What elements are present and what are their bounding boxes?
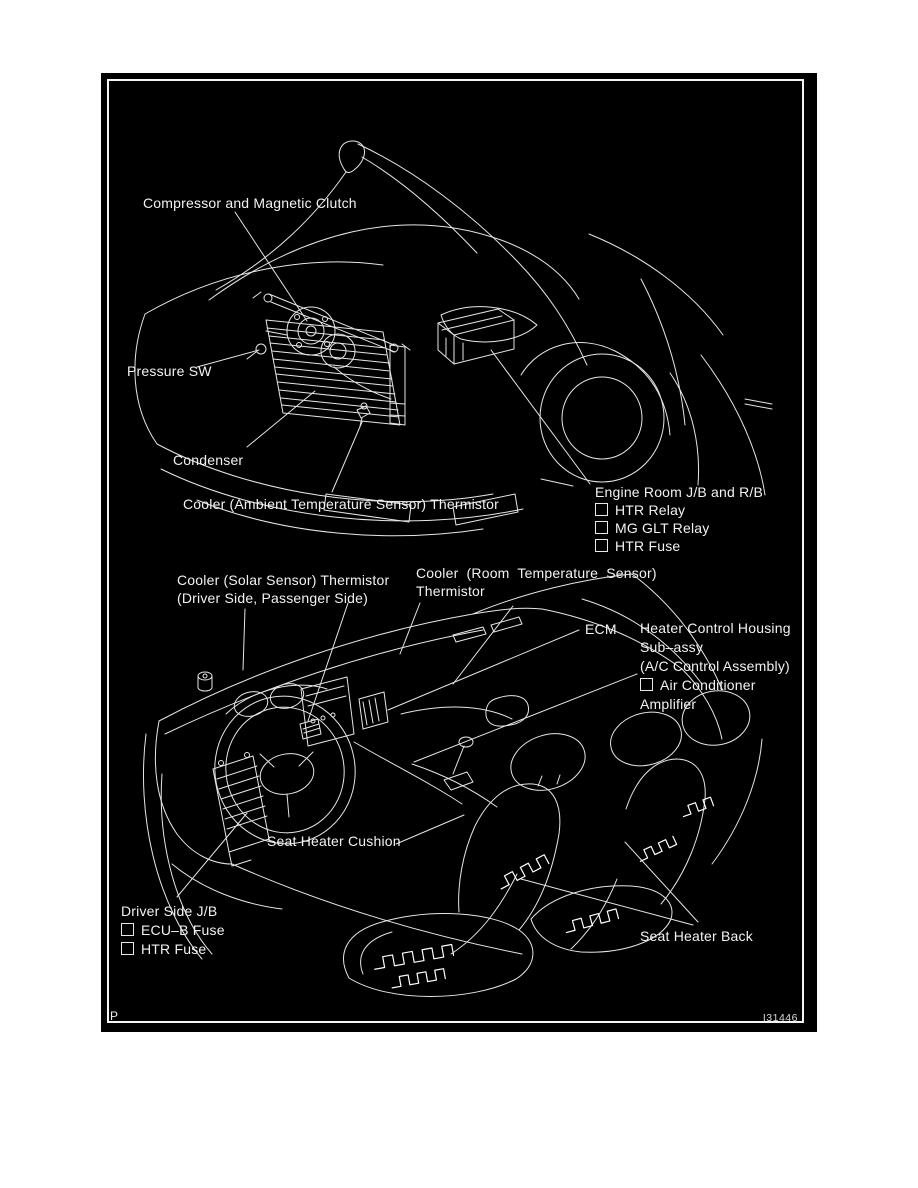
room-thermistor-line2: Thermistor — [416, 583, 485, 599]
label-seat-heater-back: Seat Heater Back — [640, 928, 753, 944]
cabin-illustration — [143, 573, 763, 997]
driver-side-jb-item-label: HTR Fuse — [141, 941, 207, 957]
label-condenser: Condenser — [173, 452, 244, 468]
label-engine-room-jb-group: Engine Room J/B and R/B HTR Relay MG GLT… — [595, 483, 763, 555]
solar-thermistor-line2: (Driver Side, Passenger Side) — [177, 590, 368, 606]
heater-control-item-line2: Amplifier — [640, 696, 697, 712]
checkbox-icon — [121, 923, 134, 936]
checkbox-icon — [121, 942, 134, 955]
label-ecm: ECM — [585, 621, 617, 637]
heater-control-line1: Heater Control Housing — [640, 620, 791, 636]
label-driver-side-jb-group: Driver Side J/B ECU–B Fuse HTR Fuse — [121, 902, 225, 959]
driver-side-jb-item: HTR Fuse — [121, 940, 225, 959]
solar-thermistor-line1: Cooler (Solar Sensor) Thermistor — [177, 572, 390, 588]
figure-code: I31446 — [762, 1012, 798, 1024]
label-solar-thermistor: Cooler (Solar Sensor) Thermistor (Driver… — [177, 571, 389, 607]
page-corner-mark: P — [110, 1009, 119, 1023]
checkbox-icon — [595, 521, 608, 534]
engine-room-jb-item: HTR Relay — [595, 501, 763, 519]
heater-control-item-label: Air Conditioner — [660, 677, 756, 693]
driver-side-jb-item-label: ECU–B Fuse — [141, 922, 225, 938]
seat-heater-elements — [374, 796, 715, 989]
component-location-figure: Compressor and Magnetic Clutch Pressure … — [101, 73, 817, 1032]
checkbox-icon — [640, 678, 653, 691]
heater-control-line2: Sub–assy — [640, 639, 704, 655]
label-ambient-thermistor: Cooler (Ambient Temperature Sensor) Ther… — [183, 496, 500, 512]
label-seat-heater-cushion: Seat Heater Cushion — [267, 833, 401, 849]
figure-line-art — [134, 140, 773, 997]
cabin-leader-lines — [176, 602, 699, 926]
engine-room-jb-item: MG GLT Relay — [595, 519, 763, 537]
engine-room-jb-item-label: HTR Relay — [615, 502, 686, 518]
engine-room-jb-title: Engine Room J/B and R/B — [595, 484, 764, 500]
label-room-thermistor: Cooler (Room Temperature Sensor) Thermis… — [416, 564, 657, 600]
heater-control-item: Air Conditioner — [640, 676, 791, 695]
driver-side-jb-item: ECU–B Fuse — [121, 921, 225, 940]
engine-room-jb-item: HTR Fuse — [595, 537, 763, 555]
label-compressor-magnetic-clutch: Compressor and Magnetic Clutch — [143, 195, 357, 211]
heater-control-line3: (A/C Control Assembly) — [640, 658, 790, 674]
engine-bay-leader-lines — [196, 211, 591, 493]
engine-bay-illustration — [134, 140, 773, 537]
room-thermistor-line1: Cooler (Room Temperature Sensor) — [416, 565, 657, 581]
label-pressure-sw: Pressure SW — [127, 363, 212, 379]
checkbox-icon — [595, 539, 608, 552]
label-heater-control-group: Heater Control Housing Sub–assy (A/C Con… — [640, 619, 791, 714]
engine-room-jb-item-label: MG GLT Relay — [615, 520, 710, 536]
engine-room-jb-item-label: HTR Fuse — [615, 538, 681, 554]
driver-side-jb-title: Driver Side J/B — [121, 903, 218, 919]
checkbox-icon — [595, 503, 608, 516]
